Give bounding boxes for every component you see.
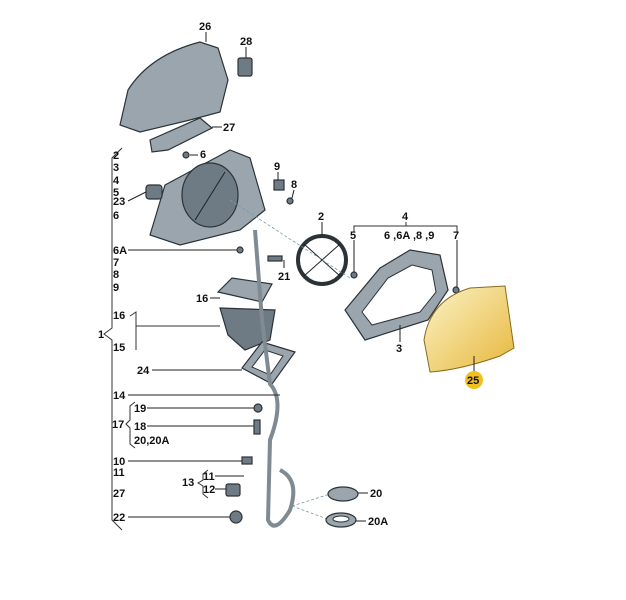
adjustment-motor — [181, 162, 239, 228]
label-12: 12 — [203, 484, 215, 496]
label-8: 8 — [291, 179, 297, 191]
grommet-20 — [327, 486, 359, 502]
col-label: 27 — [113, 488, 125, 500]
bracket-part — [149, 117, 214, 153]
col-label: 8 — [113, 269, 119, 281]
label-9: 9 — [274, 161, 280, 173]
label-11-b: 11 — [203, 471, 215, 483]
col-label: 10 — [113, 456, 125, 468]
col-label: 6 — [113, 210, 119, 222]
label-16: 16 — [196, 293, 208, 305]
col-label: 11 — [113, 467, 125, 479]
wiring-harness — [253, 229, 296, 528]
label-25: 25 — [467, 375, 479, 387]
label-3: 3 — [396, 343, 402, 355]
col-label: 23 — [113, 196, 125, 208]
mirror-glass — [423, 285, 515, 373]
clip-part — [237, 57, 253, 77]
col-label: 5 — [113, 187, 119, 199]
highlight-badge — [465, 371, 483, 389]
col-label: 7 — [113, 257, 119, 269]
label-20A: 20A — [368, 516, 388, 528]
label-5: 5 — [350, 230, 356, 242]
col-label: 15 — [113, 342, 125, 354]
label-26: 26 — [199, 21, 211, 33]
label-20: 20 — [370, 488, 382, 500]
label-18: 18 — [134, 421, 146, 433]
col-label: 22 — [113, 512, 125, 524]
col-label: 6A — [113, 245, 127, 257]
label-28: 28 — [240, 36, 252, 48]
label-4-sub: 6 ,6A ,8 ,9 — [384, 230, 434, 242]
col-label: 9 — [113, 282, 119, 294]
col-label: 16 — [113, 310, 125, 322]
col-label: 14 — [113, 390, 126, 402]
col-label: 2 — [113, 150, 119, 162]
label-13: 13 — [182, 477, 194, 489]
col-label: 3 — [113, 162, 119, 174]
mirror-cap — [119, 41, 229, 133]
label-20-20A: 20,20A — [134, 435, 170, 447]
col-label: 4 — [113, 175, 120, 187]
label-2: 2 — [318, 211, 324, 223]
label-7: 7 — [453, 230, 459, 242]
label-17: 17 — [112, 419, 124, 431]
label-1: 1 — [98, 329, 104, 341]
left-column-labels: 2 3 4 5 23 6 6A 7 8 9 16 15 14 10 11 27 … — [113, 150, 127, 524]
label-24: 24 — [137, 365, 150, 377]
label-4: 4 — [402, 211, 409, 223]
label-27-top: 27 — [223, 122, 235, 134]
label-19: 19 — [134, 403, 146, 415]
label-21: 21 — [278, 271, 290, 283]
label-6-top: 6 — [200, 149, 206, 161]
